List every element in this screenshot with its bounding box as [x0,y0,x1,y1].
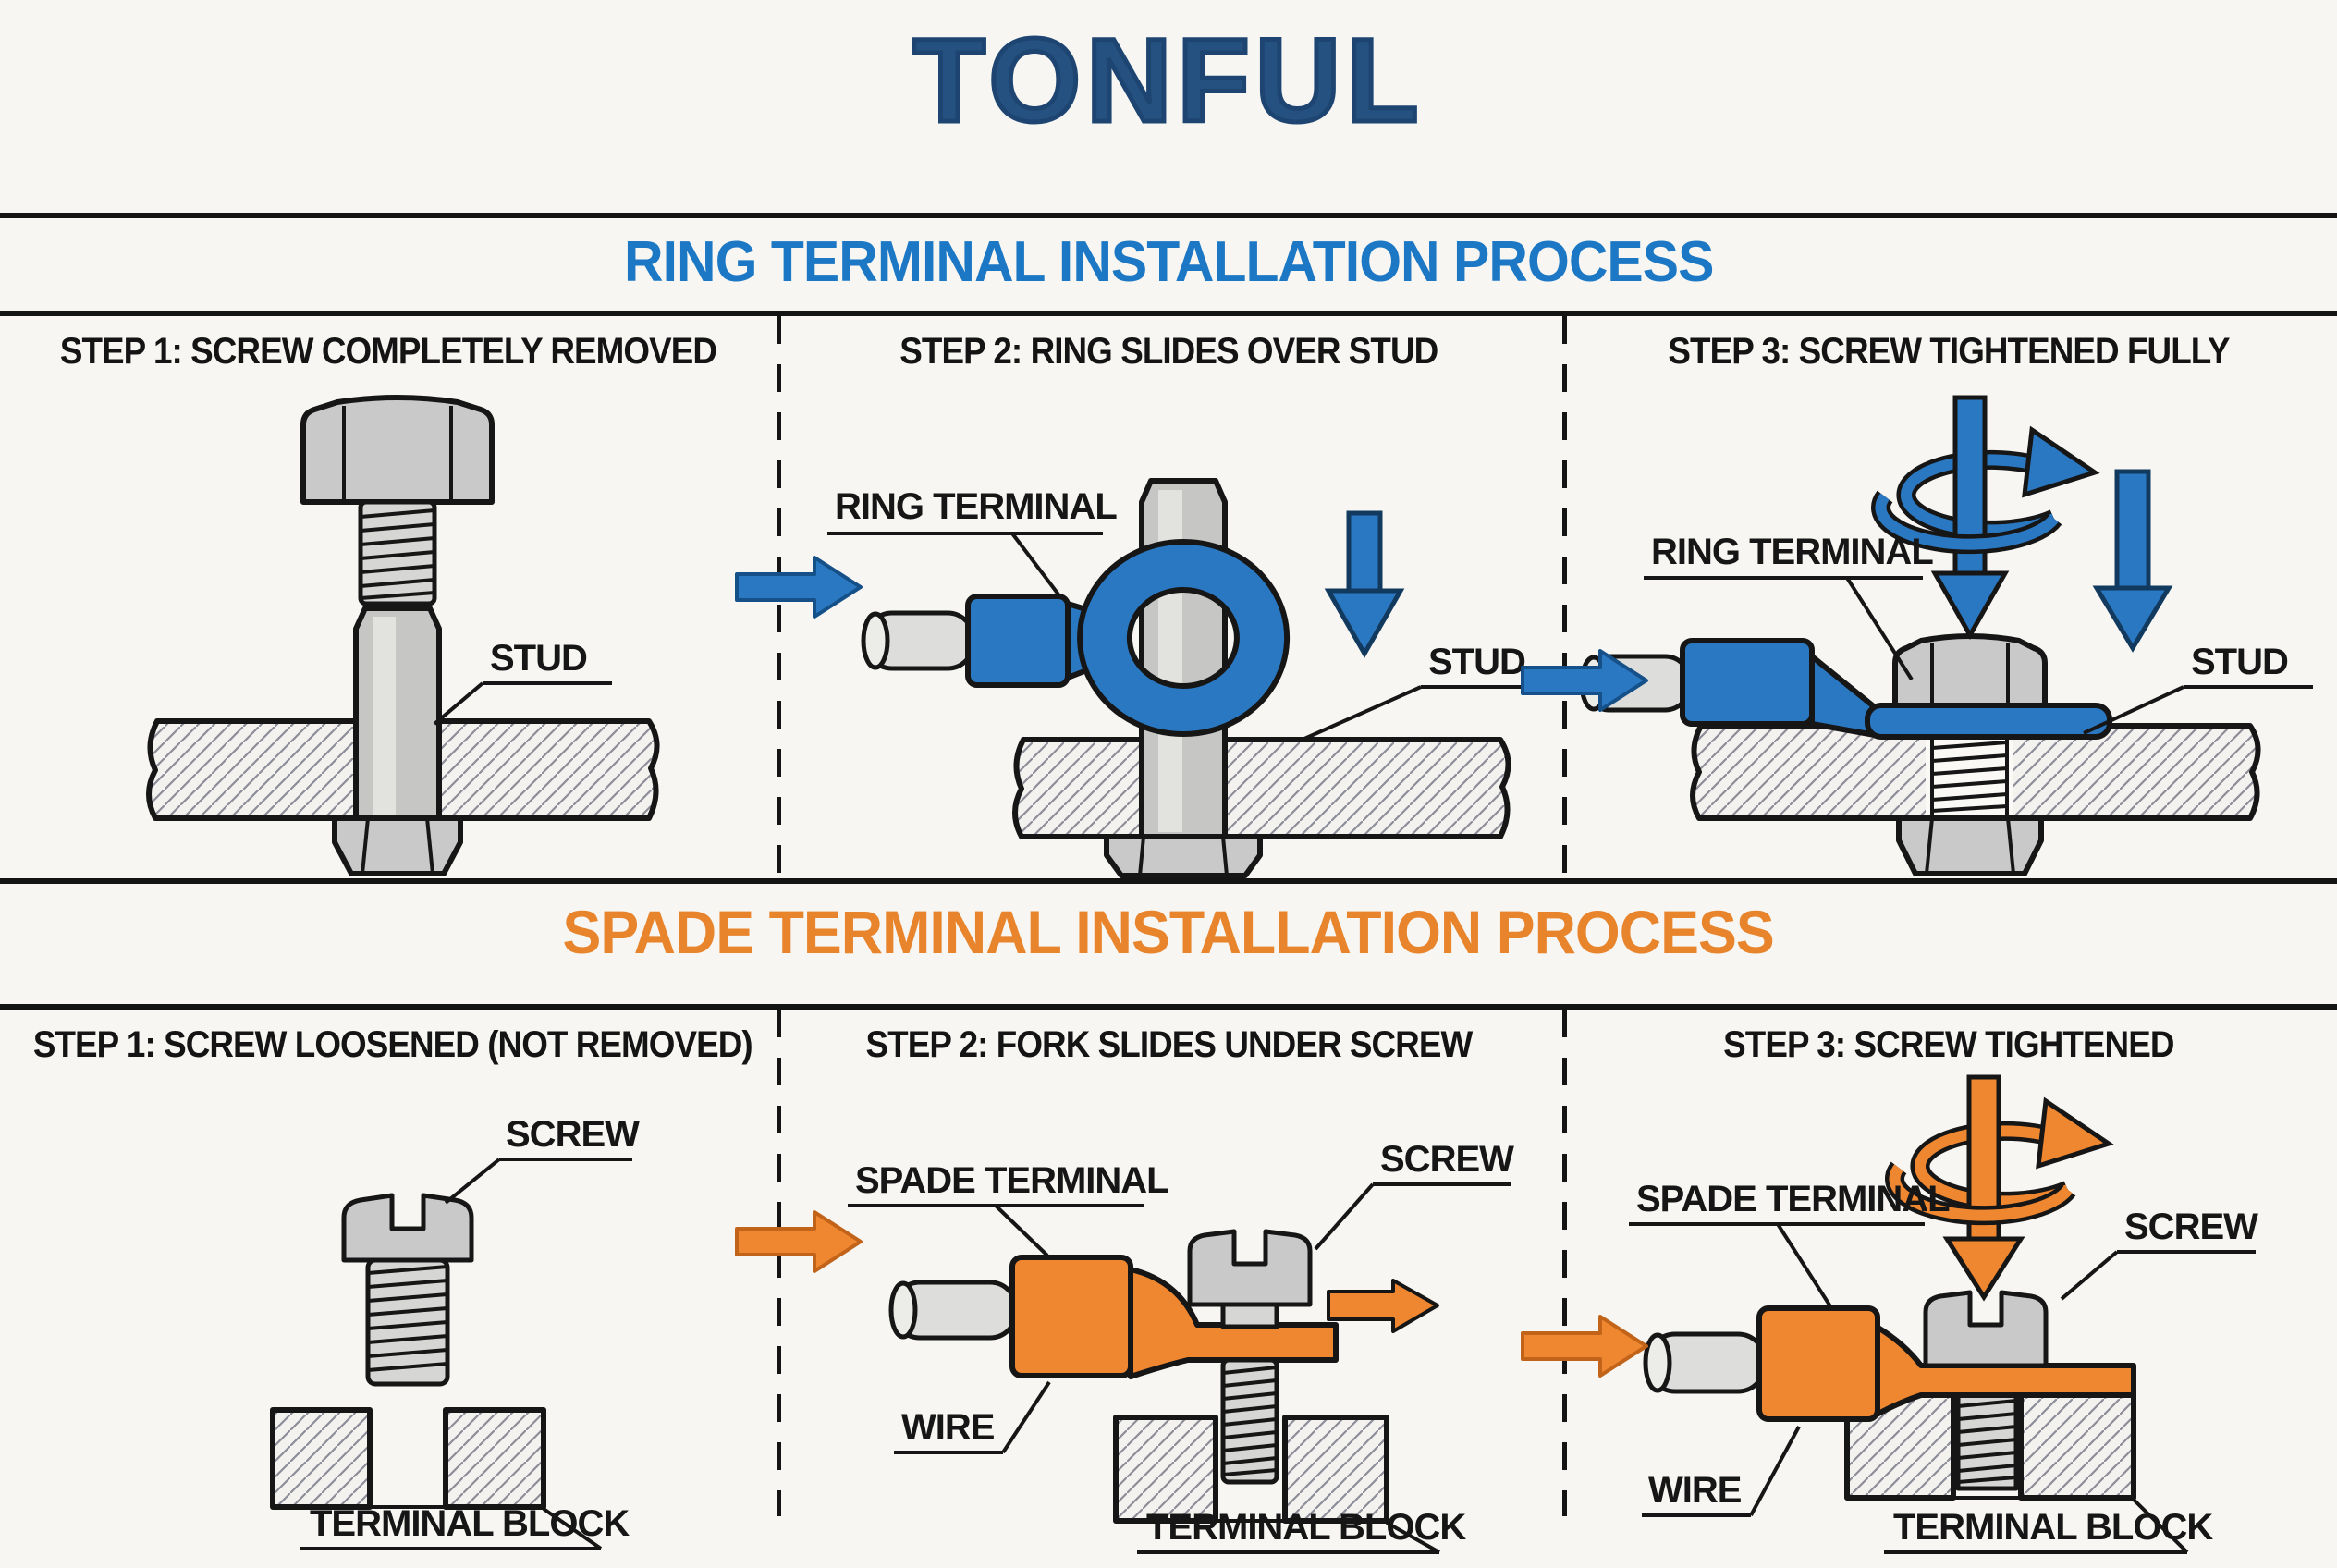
label-ring-terminal: RING TERMINAL [1644,532,1934,681]
dashed-divider [1562,316,1567,878]
brand-logo: TONFUL [911,13,1425,150]
svg-text:RING TERMINAL: RING TERMINAL [835,486,1117,527]
screw-threads [1955,1392,2019,1491]
label-ring-terminal: RING TERMINAL [827,486,1118,596]
threaded-hole [1926,726,2013,818]
rotate-arrow-icon [1871,395,2100,641]
slotted-screw-graphic [1187,1229,1313,1485]
slotted-screw-graphic [341,1193,474,1387]
svg-text:WIRE: WIRE [901,1407,995,1448]
step-title-spade-3: STEP 3: SCREW TIGHTENED [1723,1024,2174,1065]
svg-text:TERMINAL BLOCK: TERMINAL BLOCK [1146,1507,1466,1548]
stud-graphic [1139,478,1228,841]
step-title-ring-1: STEP 1: SCREW COMPLETELY REMOVED [59,331,717,372]
terminal-block-graphic [1113,1415,1389,1524]
down-arrow-icon [2092,469,2173,653]
down-arrow-icon [1324,510,1405,659]
svg-text:TERMINAL BLOCK: TERMINAL BLOCK [1893,1507,2213,1548]
nut-graphic [332,815,463,876]
ring-terminal-graphic [1680,638,2112,740]
svg-text:SCREW: SCREW [2124,1207,2258,1247]
section-title-spade: SPADE TERMINAL INSTALLATION PROCESS [562,898,1775,966]
wire-graphic [888,1280,1019,1341]
svg-text:SCREW: SCREW [1380,1139,1514,1180]
label-spade-terminal: SPADE TERMINAL [1629,1179,1951,1308]
ring-terminal-graphic [965,539,1291,737]
divider-line [0,311,2337,316]
label-terminal-block: TERMINAL BLOCK [300,1503,630,1550]
svg-text:STUD: STUD [1428,642,1525,682]
label-stud: STUD [433,638,612,726]
label-screw: SCREW [1314,1139,1515,1251]
svg-text:SPADE TERMINAL: SPADE TERMINAL [1636,1179,1950,1219]
label-screw: SCREW [444,1114,641,1205]
rotate-arrow-icon [1885,1074,2114,1302]
flow-arrow-icon [735,1210,863,1273]
label-wire: WIRE [1642,1426,1801,1517]
svg-text:WIRE: WIRE [1648,1470,1742,1511]
dashed-divider [1562,1010,1567,1516]
step-title-spade-1: STEP 1: SCREW LOOSENED (NOT REMOVED) [32,1024,753,1065]
spade-terminal-graphic [1756,1305,2136,1422]
label-stud: STUD [2083,642,2313,735]
wire-graphic [861,610,976,671]
svg-text:STUD: STUD [2191,642,2288,682]
terminal-block-graphic [270,1407,546,1510]
step-title-spade-2: STEP 2: FORK SLIDES UNDER SCREW [865,1024,1473,1065]
panel-spade-step3: SPADE TERMINAL SCREW WIRE TERMINAL BLOCK [1629,1074,2259,1554]
divider-line [0,1004,2337,1010]
label-wire: WIRE [894,1380,1051,1454]
svg-text:RING TERMINAL: RING TERMINAL [1651,532,1933,572]
flow-arrow-icon [735,556,863,619]
panel-spade-step1: SCREW TERMINAL BLOCK [270,1114,641,1550]
stud-graphic [353,606,442,821]
wire-graphic [1643,1331,1768,1394]
spade-terminal-graphic [1009,1255,1339,1379]
label-stud: STUD [1303,642,1547,741]
panel-spade-step2: SPADE TERMINAL SCREW WIRE TERMINAL BLOCK [848,1139,1515,1554]
slotted-screw-graphic [1923,1290,2049,1368]
label-terminal-block: TERMINAL BLOCK [1137,1507,1467,1554]
label-terminal-block: TERMINAL BLOCK [1884,1498,2214,1554]
svg-text:SCREW: SCREW [506,1114,640,1155]
nut-graphic [1896,815,2044,876]
panel-ring-step2: RING TERMINAL STUD [827,478,1547,878]
flow-arrow-icon [1521,1315,1648,1378]
hex-screw-removed [300,395,495,606]
slide-arrow-icon [1327,1279,1439,1333]
panel-ring-step1: STUD [146,395,660,876]
step-title-ring-3: STEP 3: SCREW TIGHTENED FULLY [1668,331,2230,372]
svg-text:SPADE TERMINAL: SPADE TERMINAL [855,1160,1168,1201]
svg-text:TERMINAL BLOCK: TERMINAL BLOCK [310,1503,630,1544]
panel-ring-step3: RING TERMINAL STUD [1579,395,2313,876]
dashed-divider [777,1010,781,1516]
section-title-ring: RING TERMINAL INSTALLATION PROCESS [623,230,1714,294]
mounting-plate [1012,737,1511,839]
hex-bolt-graphic [1892,633,2048,708]
flow-arrow-icon [1521,649,1648,712]
step-title-ring-2: STEP 2: RING SLIDES OVER STUD [899,331,1438,372]
nut-graphic [1104,834,1263,878]
divider-line [0,213,2337,218]
label-spade-terminal: SPADE TERMINAL [848,1160,1169,1257]
svg-text:STUD: STUD [490,638,587,679]
label-screw: SCREW [2060,1207,2259,1301]
divider-line [0,878,2337,884]
